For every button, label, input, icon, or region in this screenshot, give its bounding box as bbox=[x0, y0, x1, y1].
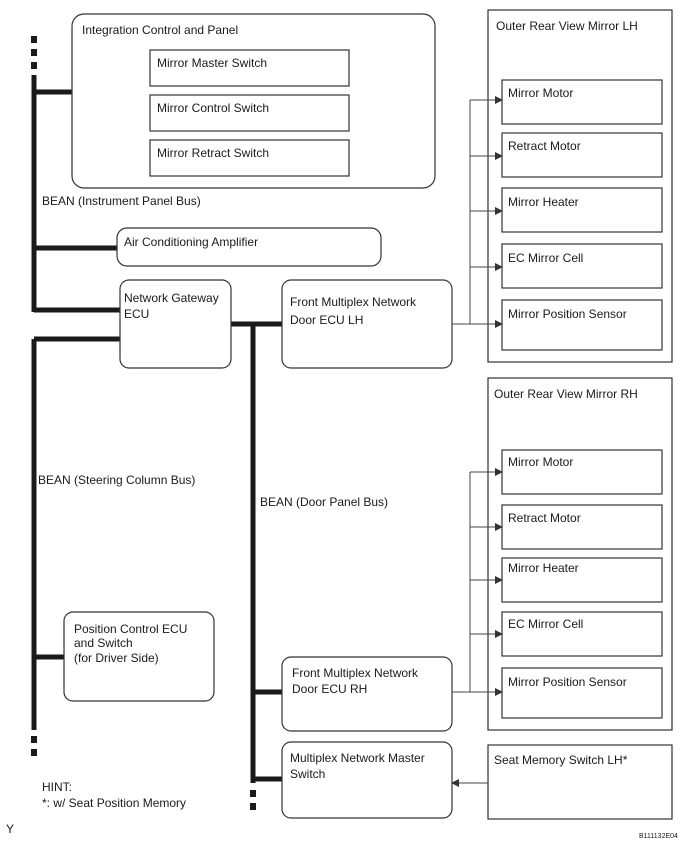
door-ecu-rh: Front Multiplex Network Door ECU RH bbox=[281, 656, 453, 732]
mirror-rh-item-heater: Mirror Heater bbox=[508, 561, 579, 575]
network-gateway-ecu: Network Gateway ECU bbox=[119, 279, 232, 369]
master-switch-label-line2: Switch bbox=[290, 767, 325, 781]
mirror-rh-item-retract: Retract Motor bbox=[508, 511, 581, 525]
hint-note: *: w/ Seat Position Memory bbox=[42, 796, 186, 810]
corner-mark-left: Y bbox=[6, 822, 14, 836]
position-control-label-line2: and Switch bbox=[74, 636, 133, 650]
mirror-control-switch-box bbox=[149, 94, 350, 132]
mirror-lh-title: Outer Rear View Mirror LH bbox=[496, 19, 638, 33]
integration-panel-title: Integration Control and Panel bbox=[82, 23, 238, 37]
mirror-lh-item-heater: Mirror Heater bbox=[508, 195, 579, 209]
mirror-rh-item-motor: Mirror Motor bbox=[508, 455, 573, 469]
network-gateway-label-line1: Network Gateway bbox=[124, 291, 219, 305]
door-ecu-rh-label-line1: Front Multiplex Network bbox=[292, 666, 419, 680]
main-bus-upper bbox=[31, 36, 120, 313]
instrument-panel-bus-label: BEAN (Instrument Panel Bus) bbox=[42, 194, 201, 208]
integration-control-panel: Integration Control and Panel Mirror Mas… bbox=[71, 13, 436, 189]
mirror-retract-switch-box bbox=[149, 139, 350, 177]
mirror-lh-item-position-sensor: Mirror Position Sensor bbox=[508, 307, 627, 321]
mirror-lh-item-motor: Mirror Motor bbox=[508, 86, 573, 100]
mirror-lh-item-retract: Retract Motor bbox=[508, 139, 581, 153]
door-ecu-lh-label-line1: Front Multiplex Network bbox=[290, 295, 417, 309]
door-ecu-lh-label-line2: Door ECU LH bbox=[290, 313, 363, 327]
mirror-rh-item-ec-cell: EC Mirror Cell bbox=[508, 617, 583, 631]
position-control-label-line1: Position Control ECU bbox=[74, 622, 187, 636]
multiplex-master-switch: Multiplex Network Master Switch bbox=[281, 741, 453, 819]
air-conditioning-amplifier-label: Air Conditioning Amplifier bbox=[124, 235, 258, 249]
seat-memory-switch-label: Seat Memory Switch LH* bbox=[494, 753, 628, 767]
network-gateway-label-line2: ECU bbox=[124, 307, 149, 321]
master-switch-label-line1: Multiplex Network Master bbox=[290, 751, 425, 765]
rh-arrows bbox=[452, 468, 503, 696]
seat-memory-switch: Seat Memory Switch LH* bbox=[451, 744, 673, 820]
door-panel-bus-label: BEAN (Door Panel Bus) bbox=[260, 495, 388, 509]
outer-mirror-rh: Outer Rear View Mirror RH Mirror Motor R… bbox=[487, 377, 673, 731]
outer-mirror-lh: Outer Rear View Mirror LH Mirror Motor R… bbox=[487, 9, 673, 363]
mirror-lh-item-ec-cell: EC Mirror Cell bbox=[508, 251, 583, 265]
door-bus bbox=[231, 321, 282, 810]
lh-arrows bbox=[452, 96, 503, 328]
mirror-control-switch-label: Mirror Control Switch bbox=[157, 101, 269, 115]
door-ecu-rh-label-line2: Door ECU RH bbox=[292, 682, 367, 696]
figure-code: B111132E04 bbox=[639, 833, 678, 840]
air-conditioning-amplifier: Air Conditioning Amplifier bbox=[116, 227, 382, 267]
mirror-rh-item-position-sensor: Mirror Position Sensor bbox=[508, 675, 627, 689]
mirror-retract-switch-label: Mirror Retract Switch bbox=[157, 146, 269, 160]
door-ecu-lh: Front Multiplex Network Door ECU LH bbox=[281, 279, 453, 369]
steering-column-bus-label: BEAN (Steering Column Bus) bbox=[38, 473, 195, 487]
hint-title: HINT: bbox=[42, 780, 72, 794]
steering-bus bbox=[31, 336, 120, 756]
mirror-master-switch-box bbox=[149, 49, 350, 87]
position-control-ecu: Position Control ECU and Switch (for Dri… bbox=[63, 611, 215, 702]
mirror-rh-title: Outer Rear View Mirror RH bbox=[494, 387, 638, 401]
position-control-label-line3: (for Driver Side) bbox=[74, 651, 159, 665]
mirror-master-switch-label: Mirror Master Switch bbox=[157, 56, 267, 70]
